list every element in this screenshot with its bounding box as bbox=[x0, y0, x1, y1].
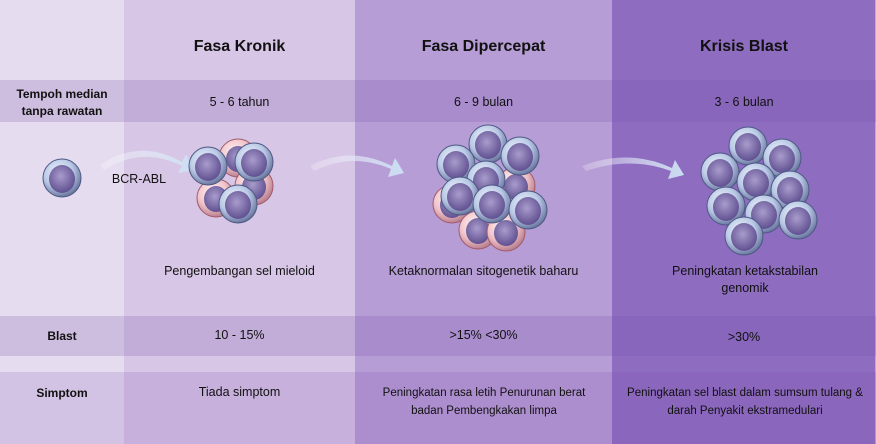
symptom-blast-crisis: Peningkatan sel blast dalam sumsum tulan… bbox=[627, 387, 863, 417]
chronic-cell-cluster bbox=[188, 138, 274, 224]
symptom-chronic: Tiada simptom bbox=[198, 385, 281, 399]
header-blast-crisis: Krisis Blast bbox=[699, 38, 789, 55]
description-chronic: Pengembangan sel mieloid bbox=[164, 264, 315, 278]
blast-chronic: 10 - 15% bbox=[214, 328, 265, 342]
symptom-row-band bbox=[0, 372, 876, 444]
header-chronic-phase: Fasa Kronik bbox=[193, 38, 286, 55]
blast-row-band bbox=[0, 316, 876, 356]
row-label-column bbox=[0, 0, 124, 444]
row-label-blast: Blast bbox=[47, 329, 77, 343]
blast-accelerated: >15% <30% bbox=[449, 328, 518, 342]
header-accelerated-phase: Fasa Dipercepat bbox=[421, 38, 546, 55]
tempoh-row-band bbox=[0, 80, 876, 122]
progression-arrow-2 bbox=[310, 155, 404, 177]
bcr-abl-label: BCR-ABL bbox=[111, 172, 167, 186]
tempoh-blast-crisis: 3 - 6 bulan bbox=[714, 95, 774, 109]
row-label-tempoh: Tempoh median tanpa rawatan bbox=[16, 87, 108, 118]
accelerated-cell-cluster bbox=[432, 124, 548, 252]
description-blast-crisis: Peningkatan ketakstabilan genomik bbox=[672, 264, 818, 295]
blast-crisis-cell-cluster bbox=[700, 126, 818, 256]
blast-crisis-value: >30% bbox=[727, 330, 761, 344]
tempoh-accelerated: 6 - 9 bulan bbox=[453, 95, 514, 109]
description-accelerated: Ketaknormalan sitogenetik baharu bbox=[388, 264, 579, 278]
symptom-accelerated: Peningkatan rasa letih Penurunan berat b… bbox=[382, 387, 586, 417]
stem-cell bbox=[42, 158, 82, 198]
tempoh-chronic: 5 - 6 tahun bbox=[209, 95, 270, 109]
row-label-symptom: Simptom bbox=[36, 386, 88, 400]
progression-arrow-3 bbox=[582, 157, 684, 179]
progression-arrow-1 bbox=[100, 150, 194, 173]
